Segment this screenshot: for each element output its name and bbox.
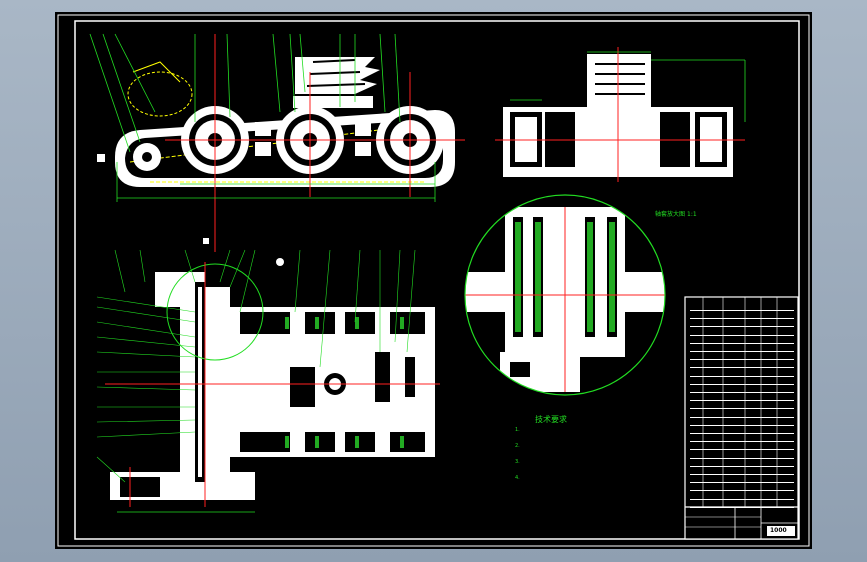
parts-list-row xyxy=(690,417,794,426)
parts-list-row xyxy=(690,450,794,459)
detail-circle-view xyxy=(464,194,666,396)
technical-notes: 技术要求 1. 2. 3. 4. xyxy=(515,416,595,481)
parts-list-row xyxy=(690,466,794,475)
parts-list-row xyxy=(690,409,794,418)
parts-list-row xyxy=(690,318,794,328)
drawing-sheet: 轴套放大图 1:1 技术要求 1. 2. 3. 4. 1000 xyxy=(55,12,812,549)
parts-list-row xyxy=(690,433,794,443)
inner-border xyxy=(74,20,800,540)
parts-list-row xyxy=(690,351,794,361)
parts-list-row xyxy=(690,499,794,508)
notes-title: 技术要求 xyxy=(535,415,567,424)
parts-list-row xyxy=(690,441,794,451)
parts-list-row xyxy=(690,376,794,385)
parts-list-row xyxy=(690,368,794,377)
parts-list-row xyxy=(690,458,794,467)
parts-list-row xyxy=(690,425,794,434)
parts-list-row xyxy=(690,327,794,336)
parts-list-row xyxy=(690,392,794,402)
top-view xyxy=(495,47,746,182)
parts-list-row xyxy=(690,384,794,393)
parts-list-row xyxy=(690,310,794,320)
note-item: 2. xyxy=(515,443,520,449)
parts-list-row xyxy=(690,482,794,492)
main-section-view xyxy=(96,238,440,513)
parts-list xyxy=(690,302,794,508)
parts-list-row xyxy=(690,343,794,352)
parts-list-row xyxy=(690,491,794,500)
parts-list-row xyxy=(690,359,794,369)
note-item: 3. xyxy=(515,459,520,465)
detail-view-title: 轴套放大图 xyxy=(655,211,686,218)
title-block-mark: 1000 xyxy=(770,527,787,534)
parts-list-row xyxy=(690,302,794,311)
note-item: 4. xyxy=(515,475,520,481)
parts-list-row xyxy=(690,400,794,410)
note-item: 1. xyxy=(515,427,520,433)
cad-drawing xyxy=(57,14,810,547)
parts-list-row xyxy=(690,335,794,344)
detail-view-scale: 1:1 xyxy=(687,211,697,218)
track-side-view xyxy=(89,33,465,252)
parts-list-row xyxy=(690,474,794,484)
outer-border xyxy=(57,14,810,547)
